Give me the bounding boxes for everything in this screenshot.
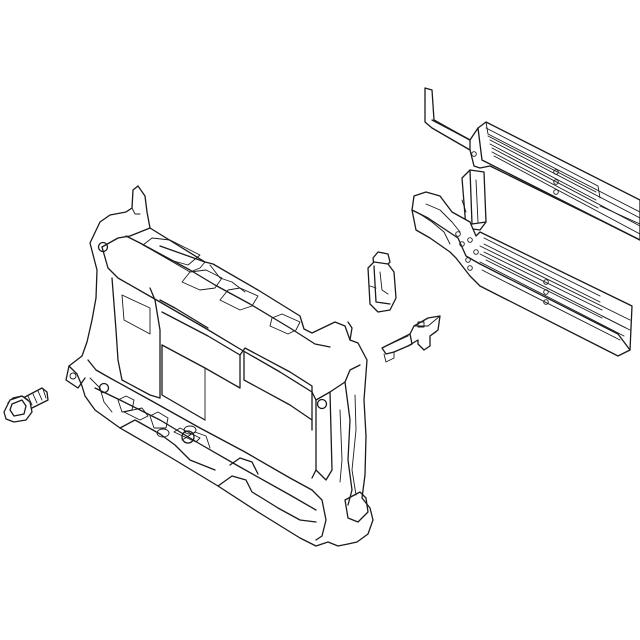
bolt-icon [3, 387, 49, 423]
shutter-icon [411, 87, 640, 357]
radiator-support-icon [65, 185, 374, 547]
clip-icon [367, 251, 397, 313]
bracket-icon [381, 315, 441, 363]
